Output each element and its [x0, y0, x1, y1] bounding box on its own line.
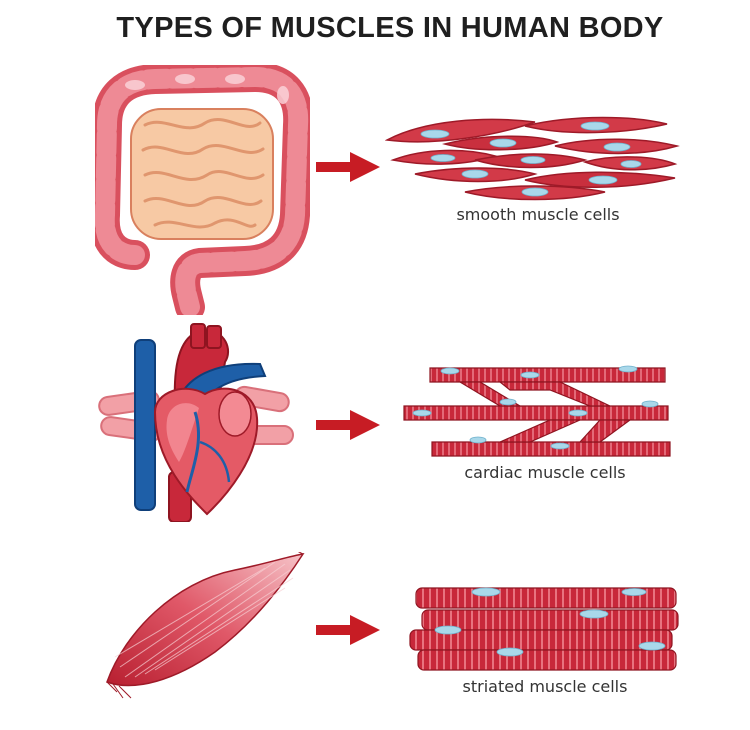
striated-muscle-caption: striated muscle cells: [462, 677, 628, 696]
cardiac-muscle-cells-illustration: [403, 365, 671, 457]
smooth-muscle-caption: smooth muscle cells: [456, 205, 620, 224]
arrow-right-icon: [316, 152, 380, 182]
arrow-right-icon: [316, 615, 380, 645]
striated-muscle-cells-illustration: [409, 587, 679, 671]
page-title: TYPES OF MUSCLES IN HUMAN BODY: [116, 12, 664, 44]
skeletal-muscle-icon: [106, 552, 305, 699]
smooth-muscle-cells-illustration: [385, 116, 680, 201]
cardiac-muscle-caption: cardiac muscle cells: [464, 463, 626, 482]
heart-icon: [98, 323, 294, 522]
arrow-right-icon: [316, 410, 380, 440]
intestine-icon: [95, 65, 310, 315]
